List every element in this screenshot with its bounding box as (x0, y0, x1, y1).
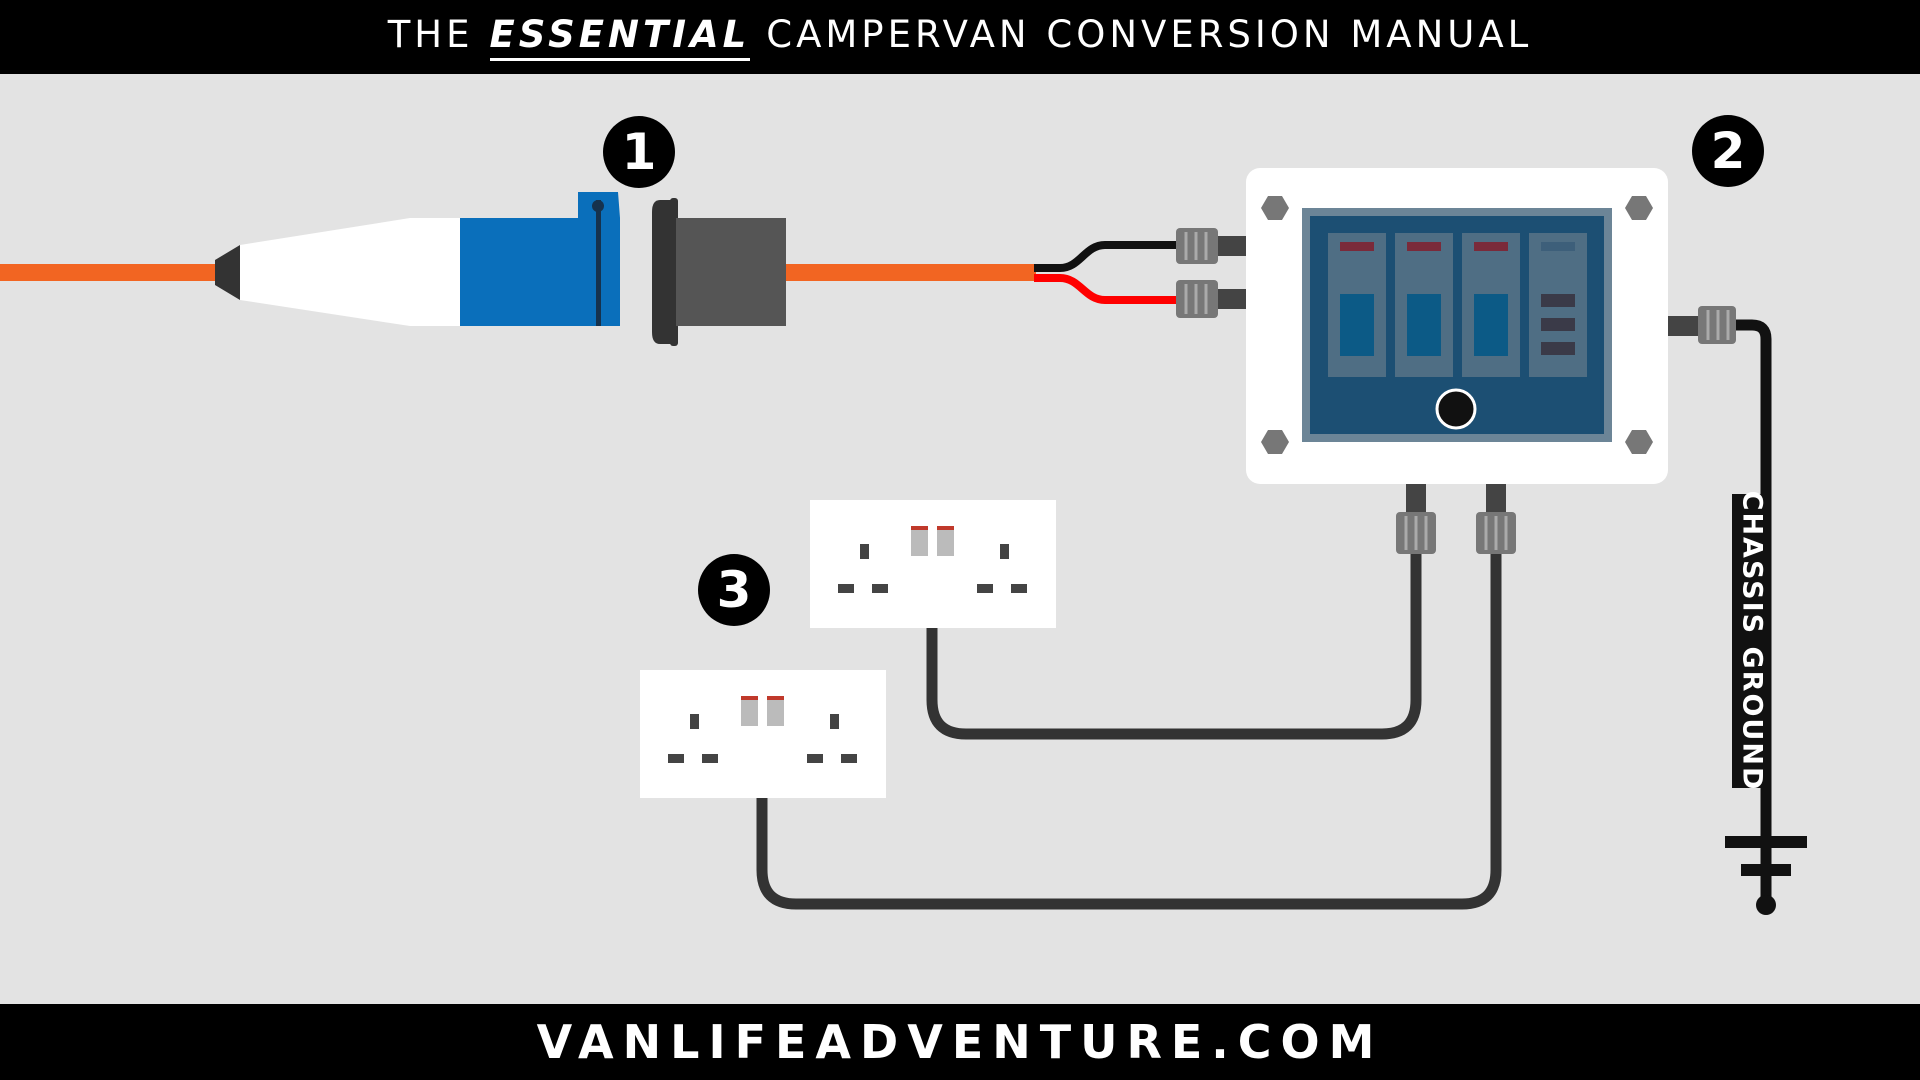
marker-3: 3 (698, 554, 770, 626)
blue-hookup-plug-icon (215, 192, 620, 326)
double-socket-icon (640, 670, 886, 798)
socket-cable-upper (926, 554, 1422, 740)
inlet-cable (786, 264, 1036, 281)
socket-cable-lower (756, 554, 1502, 910)
double-socket-icon (810, 500, 1056, 628)
marker-1-label: 1 (622, 123, 657, 181)
header-banner: THE ESSENTIAL CAMPERVAN CONVERSION MANUA… (0, 0, 1920, 74)
breaker-3 (1462, 233, 1520, 377)
marker-2-label: 2 (1711, 122, 1746, 180)
cable-gland-bottom-icon (1176, 280, 1246, 318)
title-prefix: THE (387, 13, 474, 56)
ground-cable (1736, 319, 1772, 905)
live-wire (1034, 274, 1182, 304)
marker-1: 1 (603, 116, 675, 188)
neutral-wire (1034, 241, 1182, 272)
breaker-2 (1395, 233, 1453, 377)
rcd-switch (1529, 233, 1587, 377)
socket-gland-left-icon (1396, 484, 1436, 554)
ground-gland-icon (1668, 306, 1736, 344)
test-button (1435, 388, 1477, 430)
socket-gland-right-icon (1476, 484, 1516, 554)
footer-banner: VANLIFEADVENTURE.COM (0, 1004, 1920, 1080)
website-url[interactable]: VANLIFEADVENTURE.COM (536, 1015, 1384, 1069)
consumer-unit-icon (1246, 168, 1668, 484)
page-title: THE ESSENTIAL CAMPERVAN CONVERSION MANUA… (388, 13, 1533, 61)
title-emphasis: ESSENTIAL (489, 13, 751, 61)
chassis-ground-label-box (1732, 494, 1770, 788)
unit-screws (1261, 196, 1653, 454)
chassis-ground-label: CHASSIS GROUND (1737, 491, 1768, 792)
inlet-socket-icon (652, 198, 786, 346)
title-suffix: CAMPERVAN CONVERSION MANUAL (766, 13, 1533, 56)
marker-3-label: 3 (717, 561, 752, 619)
breaker-1 (1328, 233, 1386, 377)
hookup-cable (0, 264, 220, 281)
ground-symbol-icon (1725, 836, 1807, 915)
marker-2: 2 (1692, 115, 1764, 187)
cable-gland-top-icon (1176, 228, 1246, 264)
